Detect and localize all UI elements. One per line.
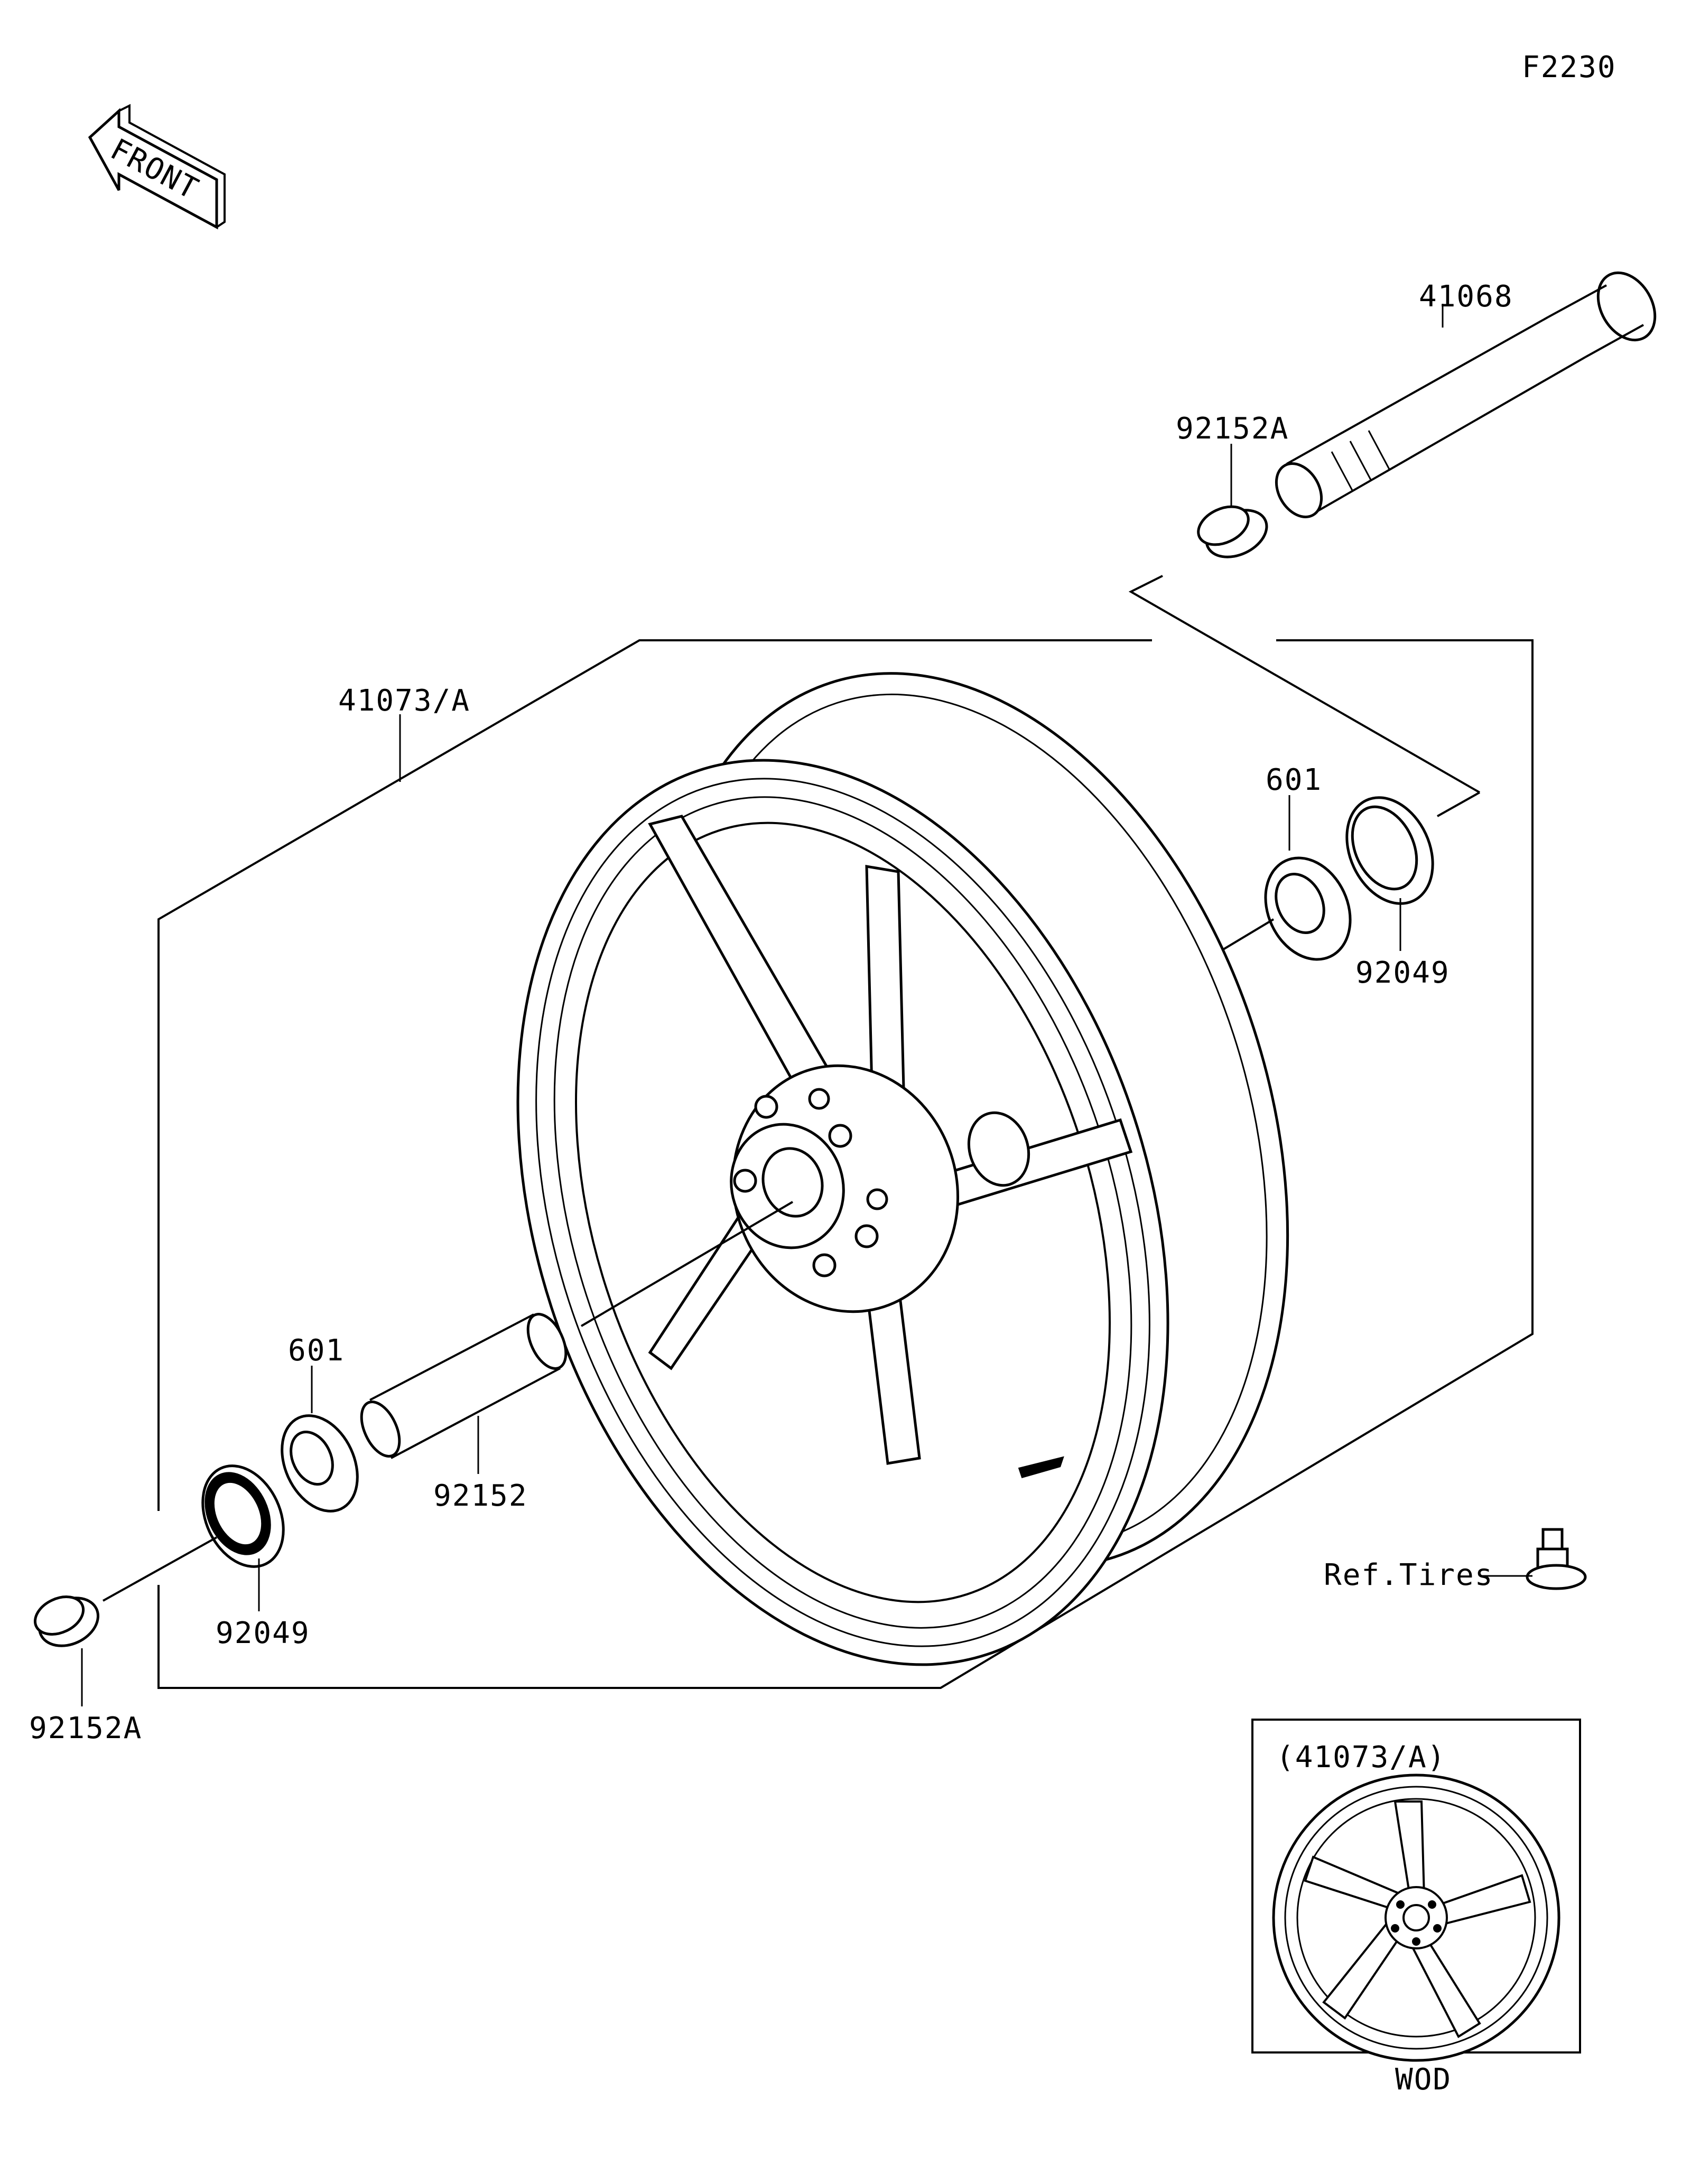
- spacer[interactable]: [354, 1308, 574, 1462]
- label-axle: 41068: [1419, 279, 1513, 314]
- label-wheel: 41073/A: [338, 684, 470, 718]
- label-bearing-right: 601: [1266, 763, 1322, 797]
- bearing-right[interactable]: [1250, 844, 1366, 974]
- axle-centerline: [580, 1201, 794, 1327]
- label-valve: Ref.Tires: [1324, 1558, 1493, 1592]
- inset-wheel-icon: [1272, 1774, 1560, 2062]
- seal-left[interactable]: [187, 1453, 299, 1580]
- label-collar-left: 92152A: [29, 1711, 142, 1746]
- inset-title: (41073/A): [1276, 1740, 1446, 1775]
- bearing-left[interactable]: [267, 1403, 372, 1523]
- inset-box: (41073/A): [1251, 1719, 1581, 2062]
- front-wheel[interactable]: [407, 592, 1396, 1750]
- assembly-bracket: [157, 575, 1534, 1689]
- label-bearing-left: 601: [288, 1333, 345, 1368]
- collar-leader-line: [103, 1536, 217, 1602]
- label-seal-right: 92049: [1355, 956, 1450, 990]
- tire-valve-icon[interactable]: [1526, 1528, 1587, 1590]
- diagram-code: F2230: [1522, 50, 1616, 85]
- front-arrow-icon: FRONT: [88, 104, 226, 230]
- seal-right[interactable]: [1331, 783, 1450, 918]
- inset-caption: WOD: [1395, 2062, 1452, 2097]
- front-arrow-label: FRONT: [105, 132, 204, 207]
- axle-41068[interactable]: [1267, 263, 1666, 525]
- label-collar-right: 92152A: [1176, 412, 1289, 446]
- collar-right[interactable]: [1192, 499, 1274, 566]
- label-spacer: 92152: [433, 1479, 528, 1513]
- label-seal-left: 92049: [216, 1616, 310, 1650]
- collar-left[interactable]: [29, 1589, 106, 1655]
